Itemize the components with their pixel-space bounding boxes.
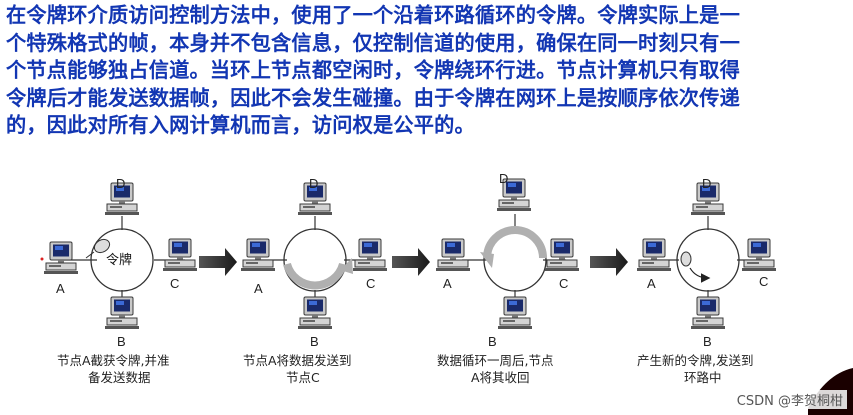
node-label-d: D bbox=[116, 176, 125, 191]
computer-b-icon bbox=[104, 296, 140, 330]
node-label-c: C bbox=[759, 274, 768, 289]
paragraph-line: 个特殊格式的帧，本身并不包含信息，仅控制信道的使用，确保在同一时刻只有一 bbox=[6, 30, 740, 55]
token-ring-diagram: 令牌 D A C B 节点A截获令牌,并准 备发送数据 bbox=[0, 168, 853, 415]
computer-a-icon bbox=[435, 238, 471, 272]
caption-line: 数据循环一周后,节点 bbox=[437, 353, 553, 368]
caption-line: 备发送数据 bbox=[88, 370, 151, 385]
caption-line: 节点C bbox=[286, 370, 320, 385]
caption-line: 环路中 bbox=[684, 370, 722, 385]
step-arrow-icon bbox=[392, 248, 430, 276]
node-label-d: D bbox=[499, 171, 508, 186]
step-1: 令牌 D A C B 节点A截获令牌,并准 备发送数据 bbox=[40, 176, 198, 385]
node-label-c: C bbox=[366, 276, 375, 291]
watermark: CSDN @李贺桐柑 bbox=[732, 390, 847, 409]
paragraph-line: 令牌后才能发送数据帧，因此不会发生碰撞。由于令牌在网环上是按顺序依次传递 bbox=[6, 85, 740, 110]
node-label-a: A bbox=[443, 276, 452, 291]
computer-b-icon bbox=[297, 296, 333, 330]
token-label: 令牌 bbox=[106, 252, 132, 268]
paragraph-line: 的，因此对所有入网计算机而言，访问权是公平的。 bbox=[6, 113, 475, 137]
step-3: D A C B 数据循环一周后,节点 A将其收回 bbox=[435, 171, 580, 385]
caption-line: 节点A截获令牌,并准 bbox=[57, 353, 170, 368]
step-4: D A C B 产生新的令牌,发送到 环路中 bbox=[636, 176, 777, 385]
node-label-c: C bbox=[170, 276, 179, 291]
node-label-a: A bbox=[254, 281, 263, 296]
paragraph-line: 个节点能够独占信道。当环上节点都空闲时，令牌绕环行进。节点计算机只有取得 bbox=[6, 58, 740, 82]
computer-c-icon bbox=[741, 238, 777, 272]
caption-line: 产生新的令牌,发送到 bbox=[637, 353, 753, 368]
step-arrow-icon bbox=[199, 248, 237, 276]
node-label-b: B bbox=[703, 334, 712, 349]
node-label-b: B bbox=[310, 334, 319, 349]
computer-b-icon bbox=[690, 296, 726, 330]
caption-line: A将其收回 bbox=[471, 370, 530, 385]
description-paragraph: 在令牌环介质访问控制方法中，使用了一个沿着环路循环的令牌。令牌实际上是一 个特殊… bbox=[6, 2, 852, 140]
computer-c-icon bbox=[162, 238, 198, 272]
paragraph-line: 在令牌环介质访问控制方法中，使用了一个沿着环路循环的令牌。令牌实际上是一 bbox=[6, 3, 740, 27]
node-label-a: A bbox=[56, 281, 65, 296]
token-ring-steps: 令牌 D A C B 节点A截获令牌,并准 备发送数据 bbox=[40, 171, 853, 415]
computer-a-icon bbox=[636, 238, 672, 272]
computer-a-icon bbox=[43, 241, 79, 275]
caption-line: 节点A将数据发送到 bbox=[243, 353, 352, 368]
computer-c-icon bbox=[544, 238, 580, 272]
computer-a-icon bbox=[240, 238, 276, 272]
computer-b-icon bbox=[497, 296, 533, 330]
computer-c-icon bbox=[352, 238, 388, 272]
node-label-b: B bbox=[488, 334, 497, 349]
node-label-b: B bbox=[117, 334, 126, 349]
step-2: D A C B 节点A将数据发送到 节点C bbox=[240, 176, 388, 385]
node-label-a: A bbox=[647, 276, 656, 291]
step-arrow-icon bbox=[590, 248, 628, 276]
node-label-c: C bbox=[559, 276, 568, 291]
node-label-d: D bbox=[309, 176, 318, 191]
node-label-d: D bbox=[702, 176, 711, 191]
